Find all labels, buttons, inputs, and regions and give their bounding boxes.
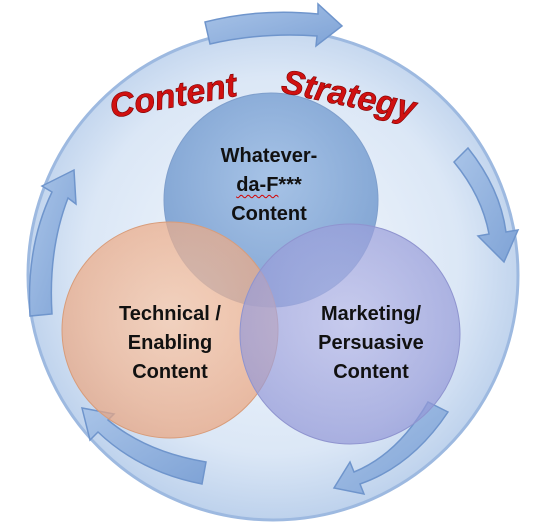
arrow-right-icon	[452, 146, 520, 264]
label-technical-content: Technical / Enabling Content	[80, 300, 260, 387]
label-left-line1: Technical /	[119, 303, 221, 325]
arrow-bottom-right-icon	[332, 401, 450, 496]
label-right-line2: Persuasive	[318, 332, 424, 354]
label-top-rest: ***	[278, 174, 302, 196]
circle-marketing	[239, 223, 461, 445]
label-top-line3: Content	[231, 203, 307, 225]
label-left-line2: Enabling	[127, 332, 213, 354]
label-whatever-content: Whatever- da-F*** Content	[184, 142, 354, 229]
arrow-top-icon	[204, 2, 344, 48]
label-left-line3: Content	[132, 361, 208, 383]
arrow-left-icon	[28, 168, 77, 317]
label-top-line2: da-F***	[184, 171, 354, 200]
label-right-line1: Marketing/	[320, 303, 422, 325]
label-top-underlined: da-F	[236, 174, 279, 196]
label-right-line3: Content	[333, 361, 409, 383]
label-marketing-content: Marketing/ Persuasive Content	[286, 300, 456, 387]
label-top-line1: Whatever-	[220, 145, 318, 167]
